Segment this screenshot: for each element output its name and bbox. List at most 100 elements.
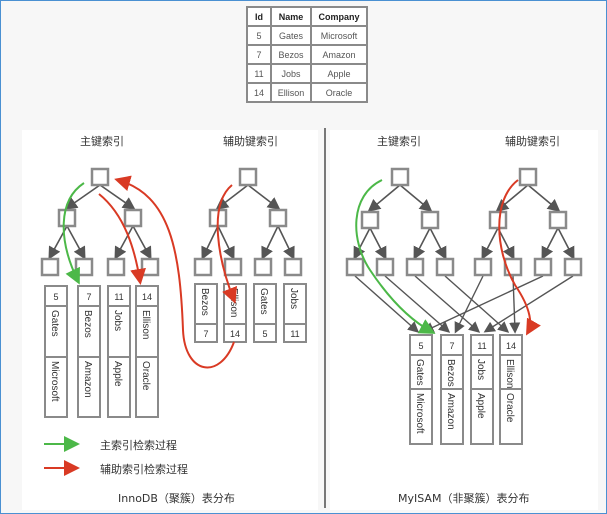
- pointer-edge: [422, 275, 544, 333]
- tree-edge: [261, 225, 279, 260]
- cell-company: Microsoft: [310, 25, 368, 46]
- tree-node: [375, 257, 395, 277]
- tree-edge: [99, 184, 136, 210]
- record-cell: [194, 323, 218, 343]
- tree-edge: [217, 225, 235, 260]
- tree-node: [90, 167, 110, 187]
- cell-name: Jobs: [270, 63, 312, 84]
- tree-edge: [541, 227, 559, 260]
- record-id: 11: [477, 341, 486, 351]
- legend-primary-label: 主索引检索过程: [100, 439, 177, 452]
- record-cell: [409, 388, 433, 445]
- tree-node: [345, 257, 365, 277]
- record-cell: [44, 356, 68, 418]
- record-cell: [135, 356, 159, 418]
- secondary-key: Bezos: [199, 288, 210, 316]
- record-cell: [499, 388, 523, 445]
- source-table: Id Name Company 5 Gates Microsoft 7 Bezo…: [246, 6, 368, 103]
- tree-node: [533, 257, 553, 277]
- pointer-edge: [354, 275, 420, 333]
- tree-node: [518, 167, 538, 187]
- record-cell: [107, 356, 131, 418]
- cell-id: 5: [246, 25, 272, 46]
- tree-node: [488, 210, 508, 230]
- tree-node: [238, 167, 258, 187]
- record-id: 7: [86, 292, 91, 302]
- cell-name: Gates: [270, 25, 312, 46]
- record-company: Apple: [475, 393, 486, 419]
- legend-secondary-label: 辅助索引检索过程: [100, 463, 188, 476]
- tree-edge: [215, 184, 249, 210]
- pointer-edge: [444, 275, 510, 333]
- tree-node: [106, 257, 126, 277]
- pointer-edge: [414, 275, 481, 333]
- record-cell: [470, 388, 494, 445]
- innodb-primary-lookup-path: [98, 193, 146, 285]
- tree-node: [253, 257, 273, 277]
- secondary-pk: 5: [262, 329, 267, 339]
- tree-edge: [66, 225, 86, 260]
- tree-node: [193, 257, 213, 277]
- myisam-secondary-title: 辅助键索引: [505, 135, 560, 148]
- secondary-key: Ellison: [228, 288, 239, 317]
- cell-id: 11: [246, 63, 272, 84]
- secondary-pk: 11: [290, 329, 299, 339]
- record-columns: 5GatesMicrosoft7BezosAmazon11JobsApple14…: [44, 283, 523, 445]
- record-company: Oracle: [140, 361, 151, 391]
- record-cell: [77, 356, 101, 418]
- tree-edge: [114, 225, 134, 260]
- tree-node: [57, 208, 77, 228]
- tree-node: [435, 257, 455, 277]
- innodb-secondary-title: 辅助键索引: [223, 135, 278, 148]
- record-company: Apple: [112, 361, 123, 387]
- record-company: Microsoft: [49, 361, 60, 402]
- record-id: 5: [53, 292, 58, 302]
- tree-node: [283, 257, 303, 277]
- cell-company: Oracle: [310, 82, 368, 103]
- tree-edge: [413, 227, 431, 260]
- secondary-pk: 7: [203, 329, 208, 339]
- record-name: Ellison: [140, 310, 151, 339]
- tree-node: [140, 257, 160, 277]
- table-header-row: Id Name Company: [246, 6, 368, 27]
- tree-edge: [132, 225, 152, 260]
- record-id: 7: [449, 341, 454, 351]
- record-company: Microsoft: [414, 393, 425, 434]
- innodb-primary-title: 主键索引: [80, 135, 124, 148]
- record-company: Oracle: [504, 393, 515, 423]
- pointer-edge: [483, 275, 574, 333]
- record-name: Bezos: [445, 359, 456, 387]
- cell-company: Amazon: [310, 44, 368, 65]
- table-row: 14 Ellison Oracle: [246, 82, 368, 103]
- myisam-primary-title: 主键索引: [377, 135, 421, 148]
- record-cell: [223, 323, 247, 343]
- cell-name: Ellison: [270, 82, 312, 103]
- secondary-key: Gates: [258, 288, 269, 315]
- innodb-back-to-primary-path: [114, 175, 235, 369]
- record-id: 14: [506, 341, 516, 351]
- record-cell: [283, 323, 307, 343]
- myisam-panel: [330, 130, 598, 510]
- tree-node: [420, 210, 440, 230]
- tree-node: [360, 210, 380, 230]
- cell-id: 7: [246, 44, 272, 65]
- tree-edge: [497, 227, 515, 260]
- pointer-edge: [454, 275, 484, 334]
- record-cell: [440, 388, 464, 445]
- pointer-edge: [384, 275, 451, 333]
- record-id: 5: [418, 341, 423, 351]
- myisam-primary-search-path: [355, 179, 436, 334]
- tree-edges: [48, 184, 575, 334]
- tree-edge: [399, 184, 433, 213]
- record-company: Amazon: [82, 361, 93, 398]
- tree-node: [563, 257, 583, 277]
- pointer-edge: [509, 275, 521, 334]
- myisam-secondary-search-path: [498, 179, 541, 336]
- record-name: Gates: [49, 310, 60, 337]
- tree-node: [390, 167, 410, 187]
- secondary-key: Jobs: [288, 288, 299, 309]
- record-company: Amazon: [445, 393, 456, 430]
- tree-edge: [247, 184, 281, 210]
- tree-edge: [277, 225, 295, 260]
